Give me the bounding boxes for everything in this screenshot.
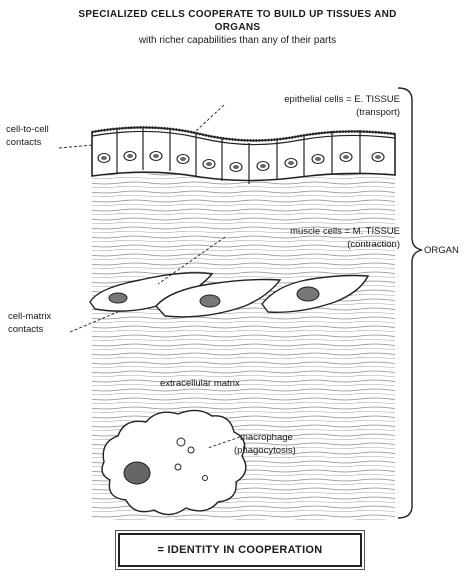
label-cell-to-cell-line2: contacts [6, 137, 41, 149]
label-epithelial-role: (transport) [214, 107, 400, 119]
label-extracellular-matrix: extracellular matrix [160, 378, 240, 390]
identity-in-cooperation-box: = IDENTITY IN COOPERATION [118, 533, 362, 567]
label-cell-matrix-line2: contacts [8, 324, 43, 336]
label-macrophage-role: (phagocytosis) [234, 445, 296, 457]
label-cell-to-cell-line1: cell-to-cell [6, 124, 49, 136]
label-macrophage: macrophage [240, 432, 293, 444]
identity-in-cooperation-text: = IDENTITY IN COOPERATION [157, 544, 322, 556]
label-epithelial-cells: epithelial cells = E. TISSUE [214, 94, 400, 106]
label-muscle-role: (contraction) [214, 239, 400, 251]
label-organ: ORGAN [424, 245, 459, 257]
organ-bracket [398, 88, 422, 518]
macrophage-nucleus [124, 462, 150, 484]
label-muscle-cells: muscle cells = M. TISSUE [214, 226, 400, 238]
label-cell-matrix-line1: cell-matrix [8, 311, 51, 323]
macrophage-cell [102, 410, 246, 514]
